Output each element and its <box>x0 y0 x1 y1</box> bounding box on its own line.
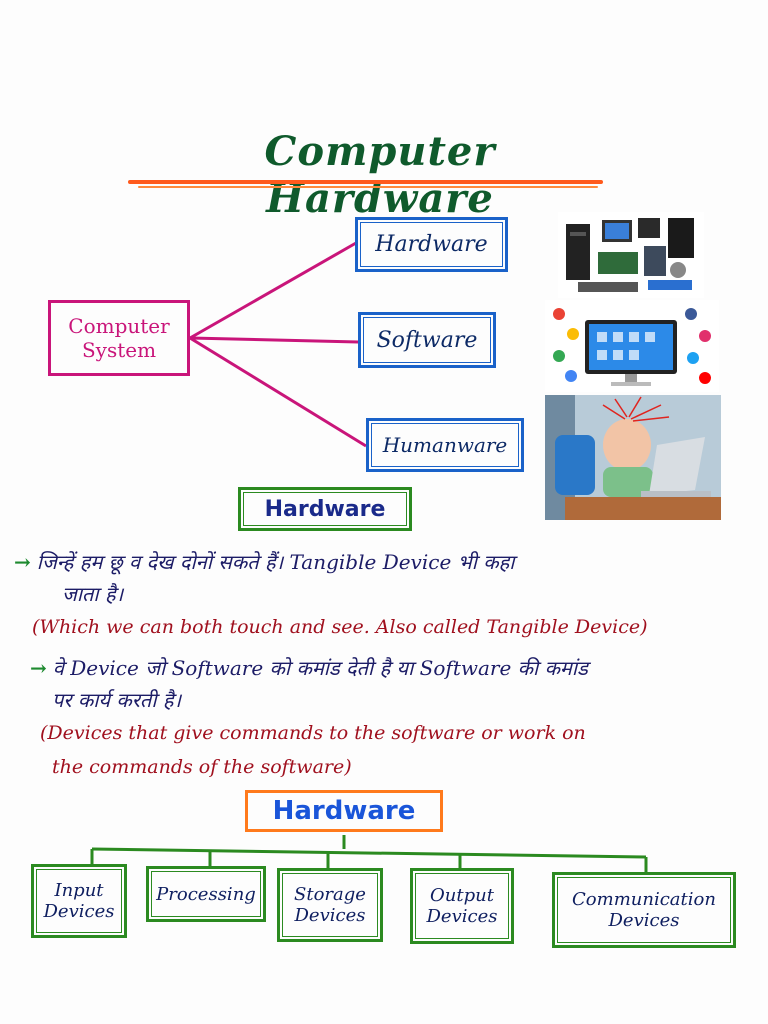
point2-line1: →वे Device जो Software को कमांड देती है … <box>30 654 588 681</box>
computer-system-box: Computer System <box>48 300 190 376</box>
category-processing: Processing <box>146 866 266 922</box>
category-line1: Output <box>430 885 494 906</box>
hardware-heading-label: Hardware <box>264 496 386 522</box>
category-line1: Input <box>54 880 104 901</box>
point2-line2: पर कार्य करती है। <box>52 688 182 712</box>
software-apps-icon <box>553 308 711 386</box>
hardware-tree-heading-box: Hardware <box>245 790 443 832</box>
hardware-heading-box: Hardware <box>238 487 412 531</box>
point1-line2: जाता है। <box>62 582 124 606</box>
category-line2: Devices <box>43 901 115 922</box>
hardware-tree-heading-label: Hardware <box>272 796 416 826</box>
category-line2: Devices <box>294 905 366 926</box>
category-output-devices: Output Devices <box>410 868 514 944</box>
software-branch-label: Software <box>376 327 478 353</box>
hardware-branch-label: Hardware <box>375 232 488 257</box>
baby-laptop-icon <box>545 395 721 520</box>
humanware-branch-box: Humanware <box>366 418 524 472</box>
point1-line1-text: जिन्हें हम छू व देख दोनों सकते हैं। Tang… <box>36 550 515 574</box>
point2-english-line2: the commands of the software) <box>52 756 352 778</box>
category-line2: Devices <box>426 906 498 927</box>
hardware-collage-image <box>558 212 704 298</box>
computer-system-line1: Computer <box>68 314 170 338</box>
category-storage-devices: Storage Devices <box>277 868 383 942</box>
arrow-right-icon: → <box>30 656 47 680</box>
category-communication-devices: Communication Devices <box>552 872 736 948</box>
category-line1: Storage <box>294 884 366 905</box>
category-line2: Devices <box>608 910 680 931</box>
title-underline <box>128 180 603 184</box>
point2-line1-text: वे Device जो Software को कमांड देती है य… <box>52 656 588 680</box>
hardware-tree-connectors <box>90 835 648 873</box>
humanware-branch-label: Humanware <box>382 433 508 457</box>
category-line1: Communication <box>572 889 716 910</box>
software-monitor-image <box>545 300 719 392</box>
computer-system-line2: System <box>81 338 157 362</box>
title-underline-2 <box>138 186 598 188</box>
software-branch-box: Software <box>358 312 496 368</box>
point1-english: (Which we can both touch and see. Also c… <box>32 616 648 638</box>
humanware-baby-image <box>545 395 721 520</box>
arrow-right-icon: → <box>14 550 31 574</box>
hardware-branch-box: Hardware <box>355 217 508 272</box>
hardware-devices-icon <box>566 218 694 292</box>
category-line1: Processing <box>156 883 256 905</box>
point1-line1: →जिन्हें हम छू व देख दोनों सकते हैं। Tan… <box>14 548 514 575</box>
category-input-devices: Input Devices <box>31 864 127 938</box>
point2-english-line1: (Devices that give commands to the softw… <box>40 722 586 744</box>
system-connectors <box>189 241 367 448</box>
